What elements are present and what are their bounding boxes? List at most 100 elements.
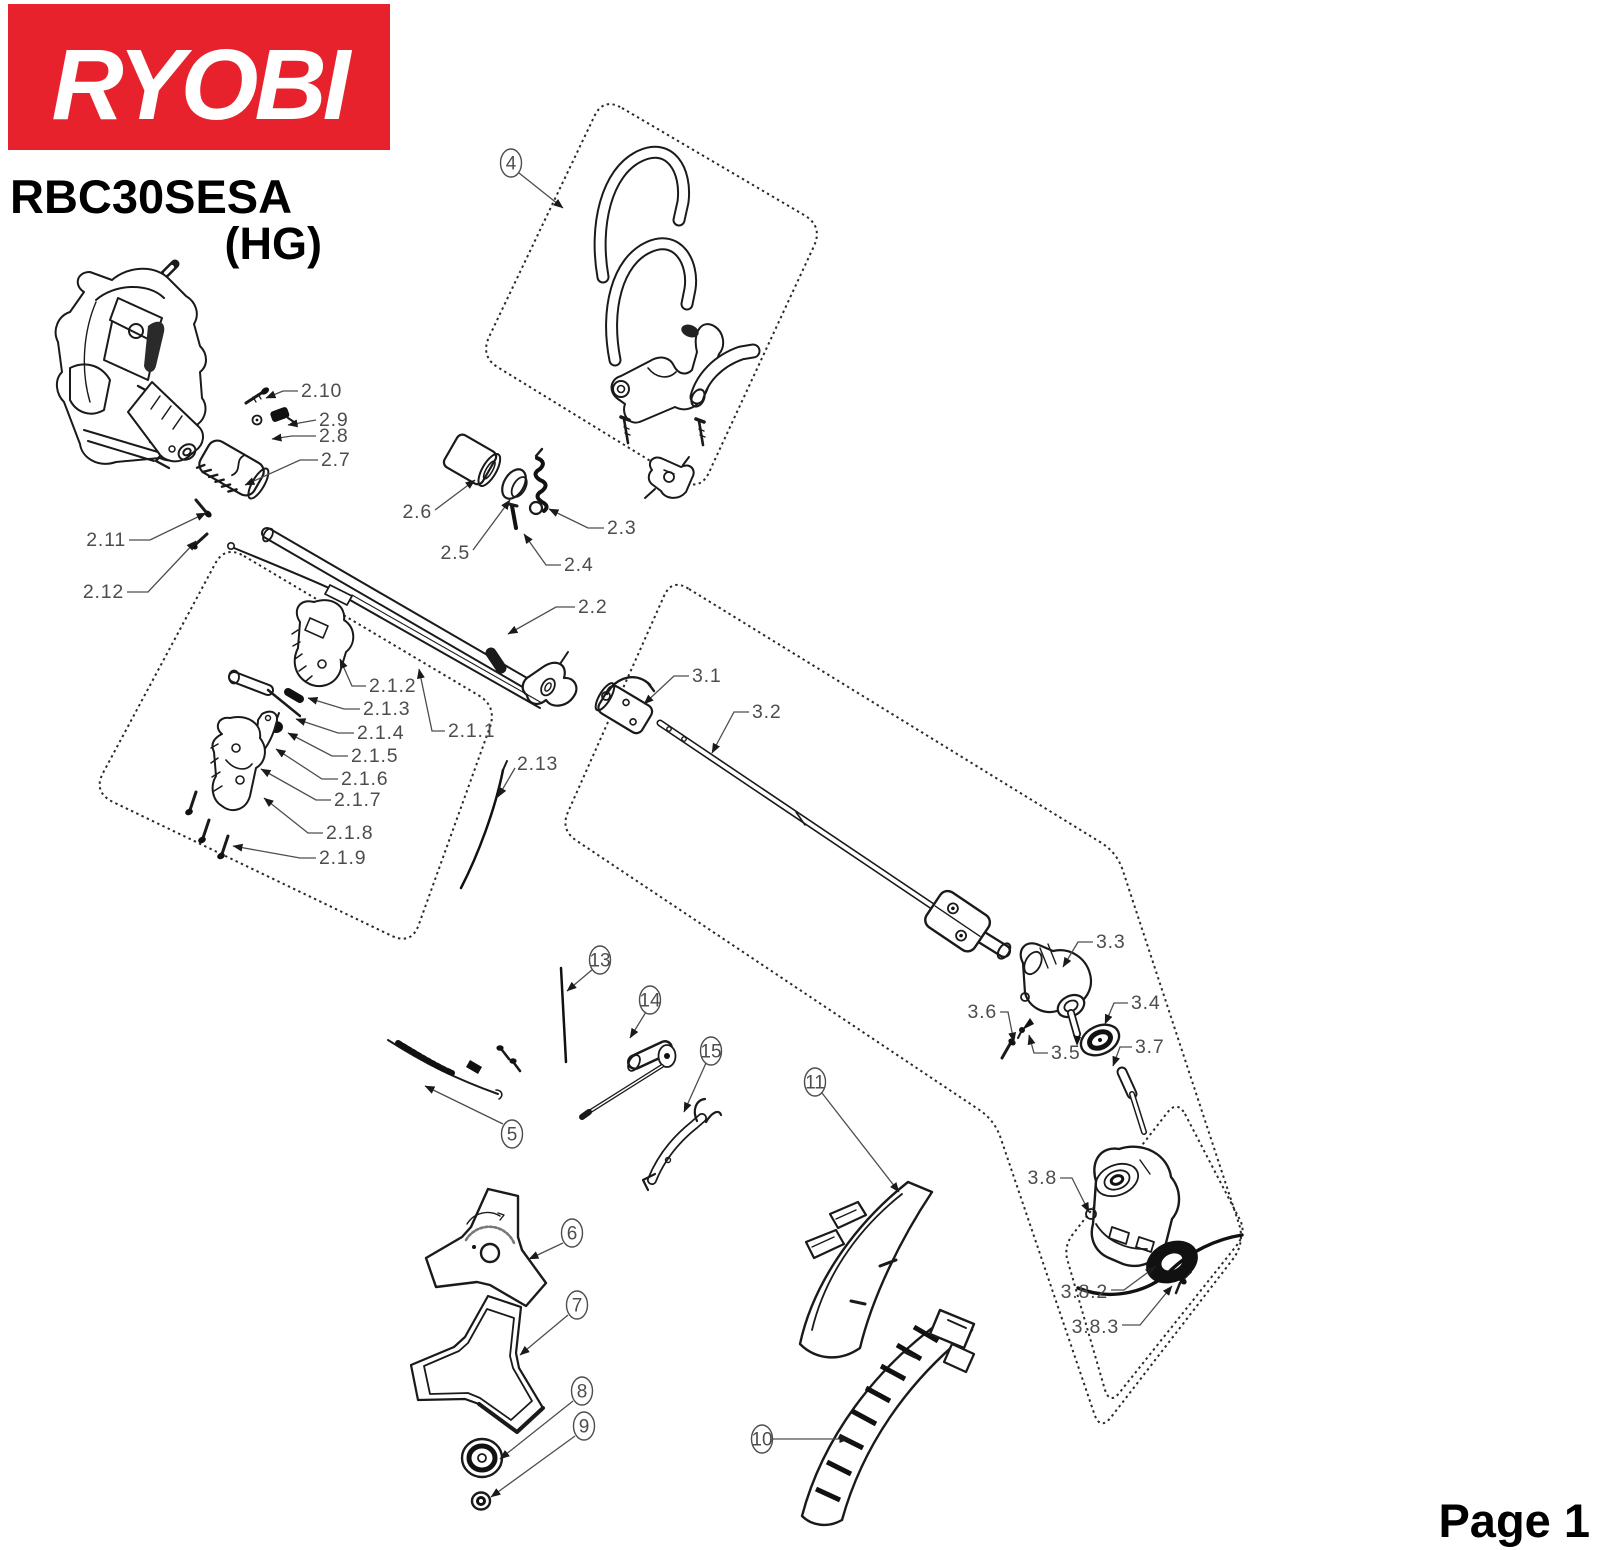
- leader-line: [523, 533, 561, 566]
- callout-circle: [500, 1119, 524, 1149]
- callout-number: 8: [577, 1382, 588, 1403]
- leader-line: [434, 479, 476, 511]
- leader-line: [232, 843, 316, 859]
- blade-nut: [470, 1491, 492, 1511]
- callout-leader-line: [566, 968, 594, 992]
- header: RYOBI RBC30SESA (HG): [8, 4, 390, 269]
- callout-number: 9: [579, 1417, 590, 1438]
- panel-handle-assembly: [485, 103, 818, 486]
- leader-line: [287, 419, 317, 428]
- engine-powerhead: [54, 259, 207, 470]
- trigger-handle-parts: [185, 599, 355, 860]
- part-label: 2.3: [607, 517, 637, 539]
- gear-head-parts: [1000, 942, 1147, 1135]
- part-label: 2.5: [440, 542, 470, 564]
- handlebar-assembly: [593, 145, 761, 499]
- leader-line: [127, 540, 197, 593]
- callout-number: 6: [567, 1224, 578, 1245]
- part-label: 2.1.1: [448, 720, 495, 742]
- upper-shaft-tube: [227, 527, 578, 709]
- part-label: 2.9: [319, 409, 349, 431]
- brand-logo-text: RYOBI: [52, 29, 353, 141]
- part-label: 2.13: [517, 753, 558, 775]
- leader-line: [1027, 1034, 1048, 1054]
- callout-number: 7: [572, 1296, 583, 1317]
- leader-line: [1000, 1011, 1017, 1043]
- leader-line: [265, 390, 298, 399]
- part-label: 3.5: [1051, 1042, 1081, 1064]
- callout-number: 15: [700, 1042, 721, 1063]
- part-label: 2.12: [83, 581, 124, 603]
- callout-circle: [572, 1411, 596, 1441]
- grip-washer: [501, 468, 528, 500]
- part-label: 2.8: [319, 425, 349, 447]
- part-label: 2.11: [86, 529, 126, 551]
- leader-line: [1104, 1002, 1128, 1025]
- string-head-parts: [1076, 1145, 1244, 1296]
- model-variant: (HG): [225, 218, 322, 269]
- page-number: Page 1: [1438, 1494, 1590, 1547]
- leader-line: [472, 499, 511, 551]
- callout-number: 11: [805, 1073, 825, 1094]
- part-label: 2.1.5: [351, 745, 398, 767]
- leader-line: [507, 606, 575, 635]
- throttle-cable-kit: [387, 1039, 522, 1100]
- panel-lower-shaft-assembly: [564, 583, 1242, 1425]
- leader-line: [295, 718, 354, 734]
- leader-line: [287, 732, 348, 757]
- callout-circle: [803, 1067, 827, 1097]
- callout-number: 4: [506, 154, 517, 175]
- part-label: 2.6: [402, 501, 432, 523]
- part-label: 2.10: [301, 380, 342, 402]
- brush-blade: [424, 1187, 548, 1308]
- leader-line: [275, 748, 338, 780]
- leader-line: [1062, 941, 1093, 968]
- part-label: 2.4: [564, 554, 594, 576]
- part-label: 2.1.4: [357, 722, 404, 744]
- part-label: 2.1.3: [363, 698, 410, 720]
- part-label: 2.1.6: [341, 768, 388, 790]
- part-label: 3.6: [967, 1001, 997, 1023]
- lower-shaft: [594, 676, 1012, 960]
- leader-line: [1111, 1266, 1156, 1291]
- part-label: 3.8.3: [1072, 1316, 1119, 1338]
- callout-number: 10: [751, 1430, 772, 1451]
- callout-circle: [750, 1424, 774, 1454]
- leader-line: [339, 658, 366, 687]
- leader-line: [548, 508, 604, 529]
- callout-circle: [499, 148, 523, 178]
- brand-logo-bg: [8, 4, 390, 150]
- spring: [533, 456, 549, 513]
- leader-line: [711, 711, 749, 754]
- part-label: 2.2: [578, 596, 608, 618]
- callout-leader-line: [683, 1062, 707, 1113]
- callout-leader-line: [528, 1242, 564, 1260]
- cable-rod: [459, 768, 505, 890]
- part-label: 3.4: [1131, 992, 1161, 1014]
- callout-circle: [570, 1376, 594, 1406]
- foam-grip: [442, 433, 502, 487]
- t-wrench: [579, 1040, 677, 1120]
- part-label: 2.7: [321, 449, 351, 471]
- part-label: 3.7: [1135, 1036, 1165, 1058]
- callout-leader-line: [821, 1092, 900, 1193]
- callout-leader-line: [518, 172, 564, 209]
- part-label: 3.8: [1027, 1167, 1057, 1189]
- leader-line: [307, 696, 360, 710]
- flange-washer: [460, 1437, 504, 1479]
- leader-line: [271, 433, 316, 442]
- group-panels: [98, 103, 1244, 1425]
- leader-line: [260, 768, 331, 801]
- leader-line: [417, 668, 445, 732]
- part-label: 2.1.9: [319, 847, 366, 869]
- callout-circle: [560, 1218, 584, 1248]
- callout-circle: [638, 985, 662, 1015]
- upper-shaft-hardware: [190, 387, 549, 550]
- cable-rod-hook: [502, 760, 508, 771]
- part-label: 2.1.8: [326, 822, 373, 844]
- spanner-wrench: [641, 1097, 723, 1192]
- line-rod: [559, 966, 568, 1064]
- callout-leader-line: [490, 1435, 576, 1498]
